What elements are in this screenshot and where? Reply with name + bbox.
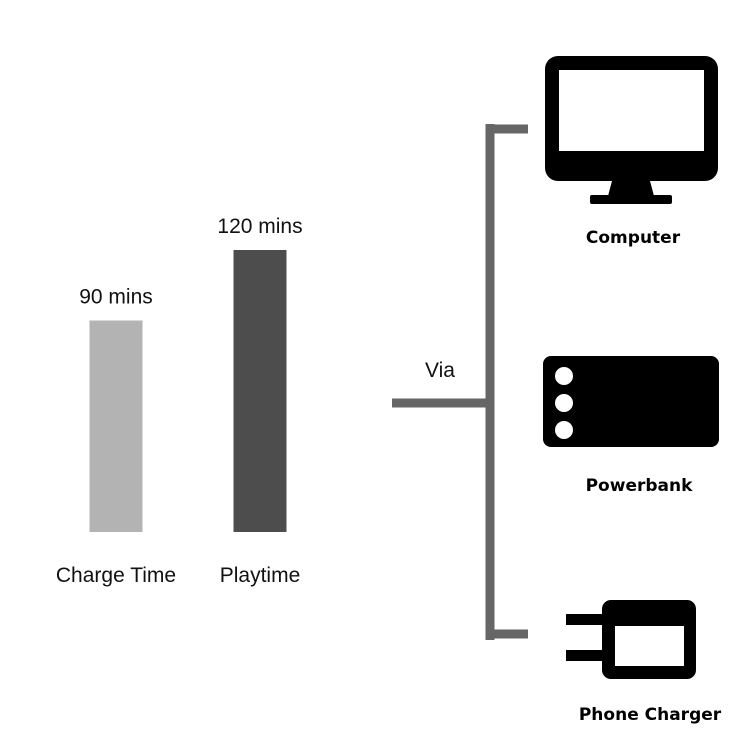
category-label-charge-time: Charge Time xyxy=(56,564,176,587)
bar-value-label-charge-time: 90 mins xyxy=(79,286,153,309)
device-label-computer: Computer xyxy=(586,228,681,248)
powerbank-icon xyxy=(543,356,719,447)
bar-charge-time xyxy=(89,320,143,532)
bar-playtime xyxy=(233,250,287,532)
bar-chart: 90 mins 120 mins Charge Time Playtime xyxy=(56,215,303,587)
device-label-powerbank: Powerbank xyxy=(586,476,694,496)
via-connector xyxy=(392,124,528,640)
via-label: Via xyxy=(425,359,455,382)
category-label-playtime: Playtime xyxy=(220,564,301,587)
computer-monitor-icon xyxy=(545,56,718,204)
device-label-phone-charger: Phone Charger xyxy=(579,705,722,725)
bar-value-label-playtime: 120 mins xyxy=(217,215,302,238)
wall-plug-charger-icon xyxy=(566,600,696,679)
